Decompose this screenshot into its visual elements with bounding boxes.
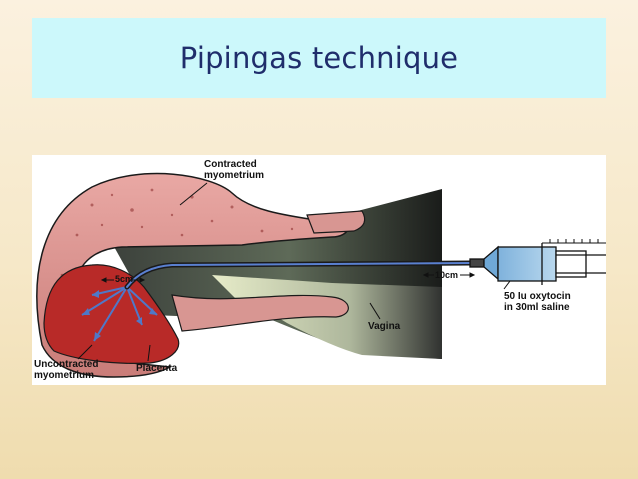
syringe-scale bbox=[542, 239, 606, 244]
fluid-spread-arrows bbox=[81, 286, 158, 342]
label-syringe-line1: 50 Iu oxytocin bbox=[504, 291, 571, 302]
leader-lines bbox=[77, 182, 511, 362]
dimension-10cm bbox=[422, 272, 476, 278]
label-vagina: Vagina bbox=[368, 321, 401, 332]
label-contracted-myometrium: Contracted myometrium bbox=[204, 159, 264, 181]
syringe bbox=[469, 243, 606, 285]
label-syringe-line2: in 30ml saline bbox=[504, 302, 570, 313]
label-contracted-line2: myometrium bbox=[204, 170, 265, 181]
slide-title: Pipingas technique bbox=[179, 41, 459, 75]
label-uncontracted-myometrium: Uncontracted myometrium bbox=[34, 359, 98, 381]
upper-vaginal-fold bbox=[306, 210, 366, 234]
label-placenta: Placenta bbox=[136, 363, 178, 374]
label-10cm: 10cm bbox=[435, 270, 459, 280]
title-banner: Pipingas technique bbox=[32, 18, 606, 98]
catheter bbox=[124, 260, 475, 290]
diagram-illustration bbox=[36, 172, 606, 378]
pipingas-diagram: Contracted myometrium 5cm 10cm 50 Iu oxy… bbox=[32, 155, 606, 385]
fluid-arrowheads bbox=[82, 290, 157, 341]
label-uncontracted-line1: Uncontracted bbox=[34, 359, 99, 370]
label-5cm: 5cm bbox=[115, 274, 134, 284]
uterus-wall bbox=[36, 172, 350, 378]
label-uncontracted-line2: myometrium bbox=[34, 370, 95, 381]
lower-vaginal-wall bbox=[171, 294, 349, 332]
label-syringe-contents: 50 Iu oxytocin in 30ml saline bbox=[504, 291, 571, 313]
label-contracted-line1: Contracted bbox=[204, 159, 257, 170]
dimension-5cm bbox=[100, 277, 146, 283]
